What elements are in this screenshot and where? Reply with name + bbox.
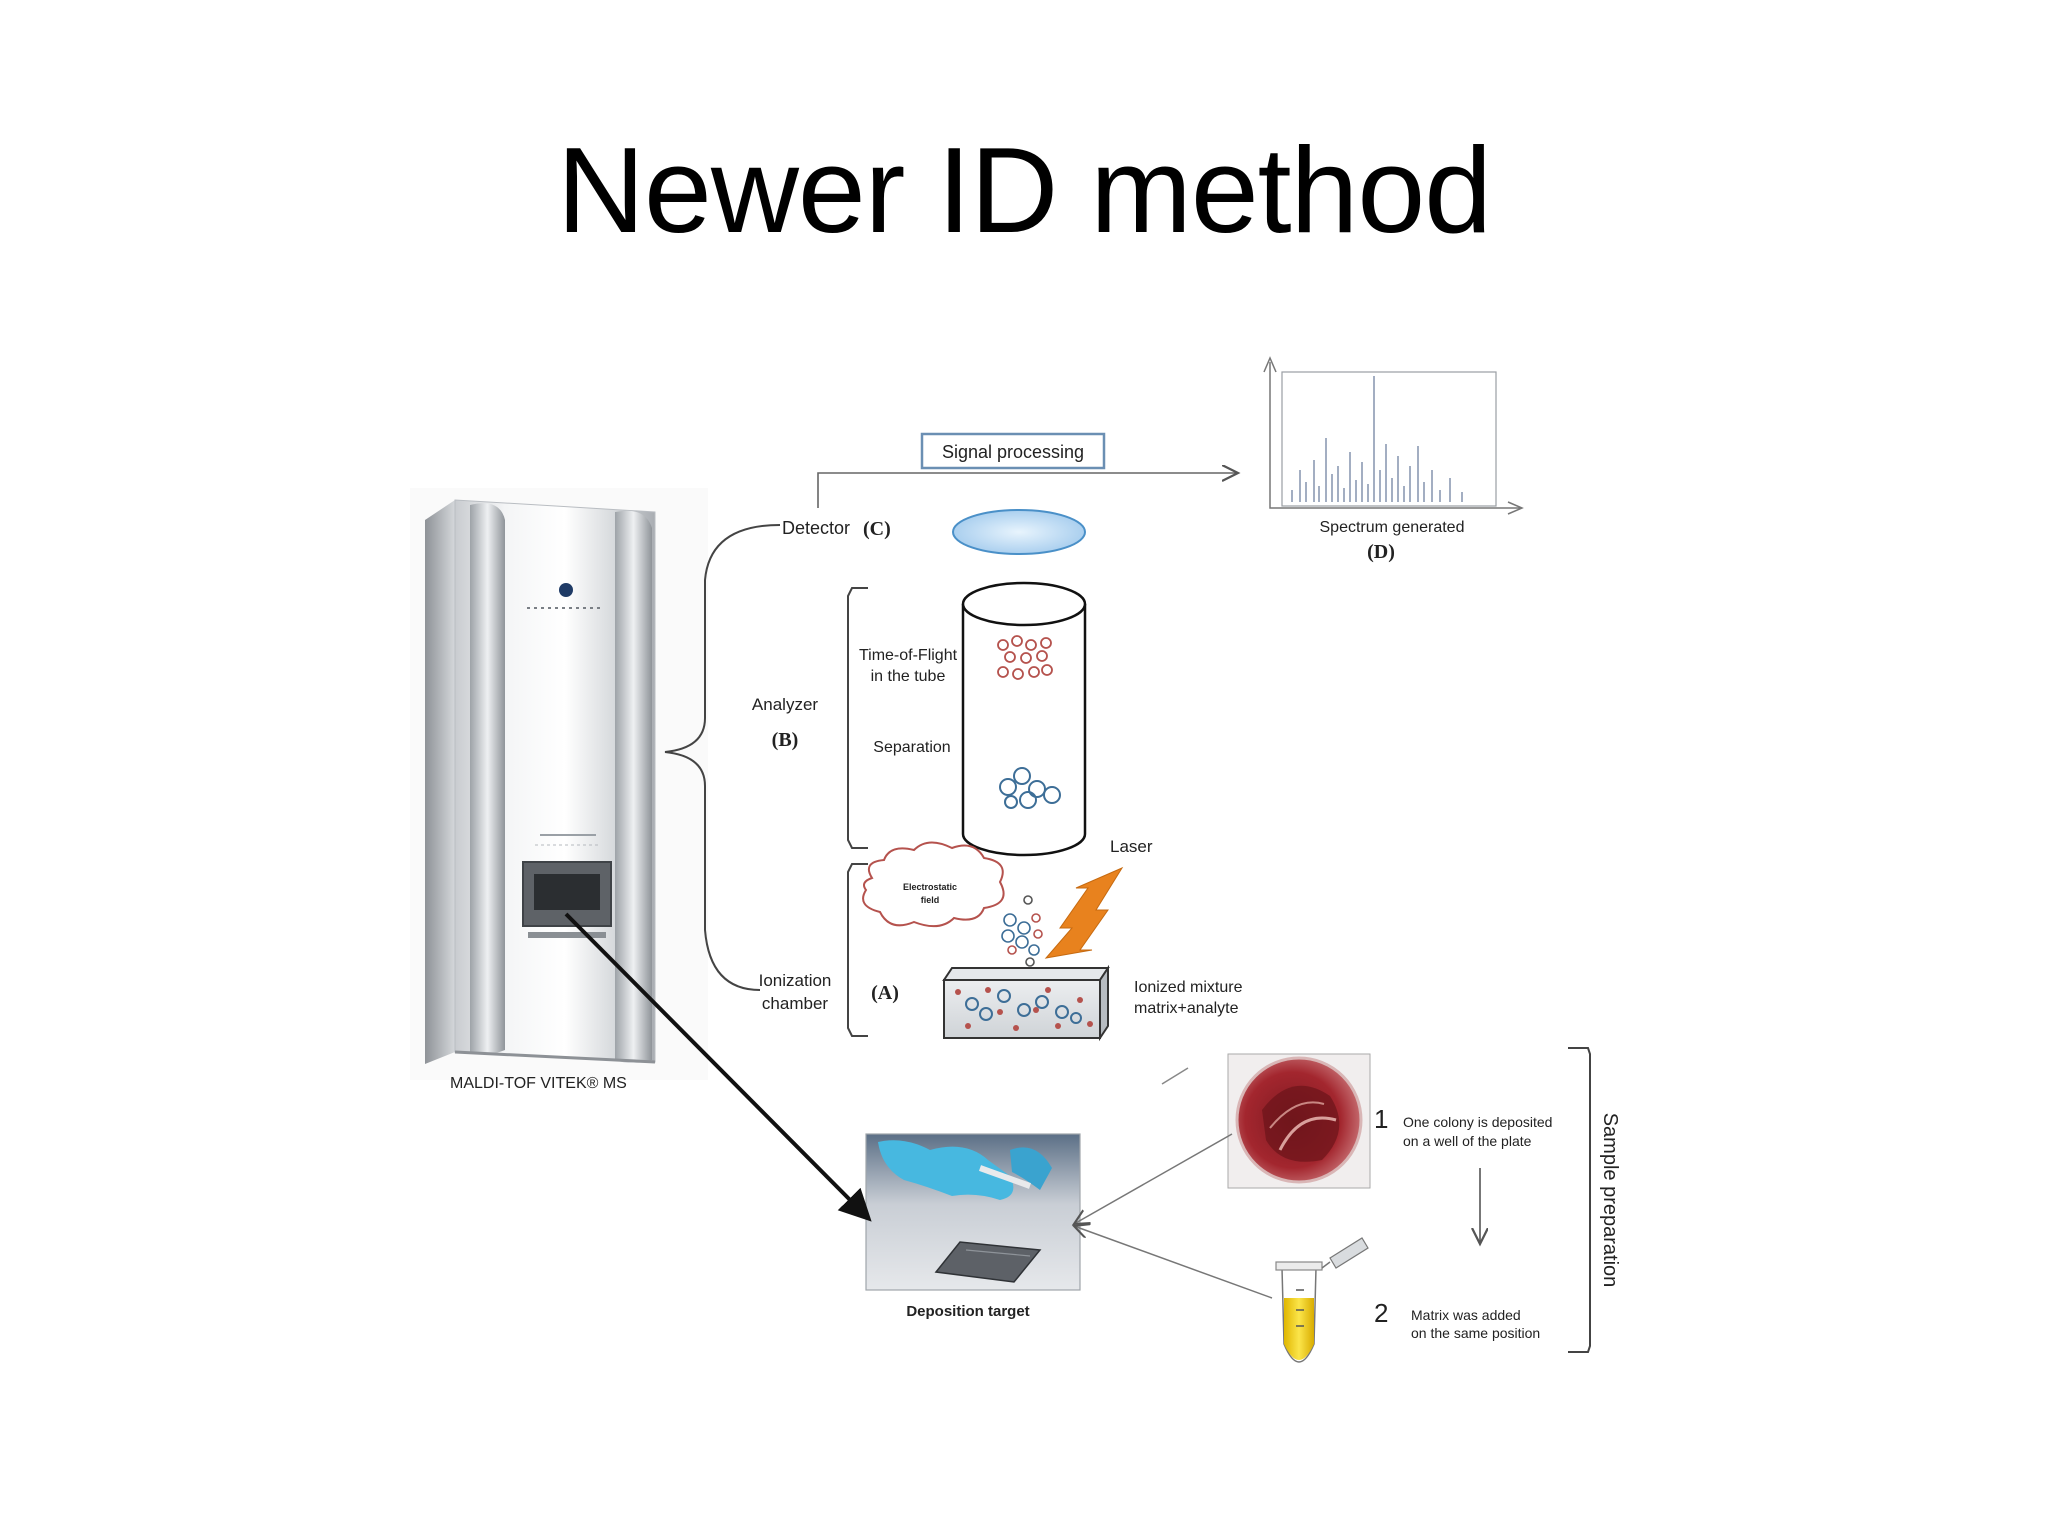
analyzer-bracket: [847, 587, 868, 849]
sample-prep-label: Sample preparation: [1599, 1113, 1621, 1288]
matrix-slab: [942, 964, 1110, 1042]
ionization-letter: (A): [871, 982, 899, 1004]
separation-label: Separation: [873, 739, 950, 756]
spectrum-plot: [1263, 356, 1524, 515]
step2-label-line1: Matrix was added: [1411, 1307, 1521, 1323]
detector-disc: [952, 509, 1086, 555]
petri-dish-photo: [1227, 1053, 1371, 1189]
ions-light-cluster: [997, 635, 1053, 680]
ionization-bracket: [847, 863, 868, 1037]
arrow-tube-to-target: [1074, 1226, 1273, 1299]
step1-label-line1: One colony is deposited: [1403, 1114, 1552, 1130]
step2-number: 2: [1374, 1298, 1388, 1328]
ionization-label-line1: Ionization: [759, 971, 832, 990]
signal-processing-label: Signal processing: [942, 442, 1084, 462]
instrument-caption: MALDI-TOF VITEK® MS: [450, 1075, 627, 1092]
sample-prep-bracket: [1568, 1047, 1591, 1353]
ionized-label-line1: Ionized mixture: [1134, 979, 1243, 996]
deposition-target-photo: [865, 1133, 1081, 1291]
instrument-bracket: [664, 524, 781, 991]
laser-label: Laser: [1110, 837, 1153, 856]
matrix-tube-illustration: [1275, 1237, 1369, 1363]
tof-label-line2: in the tube: [871, 668, 946, 685]
signal-processing-box: [920, 432, 1106, 470]
ions-heavy-cluster: [999, 767, 1061, 809]
logo-icon: [559, 583, 573, 597]
step1-label-line2: on a well of the plate: [1403, 1133, 1532, 1149]
detector-letter: (C): [863, 518, 891, 540]
tof-label-line1: Time-of-Flight: [859, 647, 958, 664]
slide-title: Newer ID method: [556, 122, 1492, 258]
flight-tube: [961, 581, 1087, 857]
analyzer-letter: (B): [772, 729, 799, 751]
analyzer-label: Analyzer: [752, 695, 818, 714]
step1-number: 1: [1374, 1104, 1388, 1134]
electrostatic-label-line1: Electrostatic: [903, 882, 957, 892]
instrument-illustration: [410, 488, 708, 1080]
deposition-label: Deposition target: [906, 1303, 1029, 1320]
ions-rising: [1001, 895, 1043, 967]
arrow-target-to-instrument: [564, 912, 872, 1222]
electrostatic-label-line2: field: [921, 895, 940, 905]
laser-bolt: [1044, 866, 1124, 959]
signal-arrow: [817, 473, 1238, 508]
detector-label: Detector: [782, 518, 850, 538]
spectrum-letter: (D): [1367, 541, 1395, 563]
electrostatic-cloud: [862, 841, 1005, 928]
spectrum-label: Spectrum generated: [1320, 519, 1465, 536]
arrow-dish-to-target: [1074, 1133, 1233, 1224]
ionized-label-line2: matrix+analyte: [1134, 1000, 1239, 1017]
ionization-label-line2: chamber: [762, 994, 828, 1013]
step2-label-line2: on the same position: [1411, 1325, 1540, 1341]
